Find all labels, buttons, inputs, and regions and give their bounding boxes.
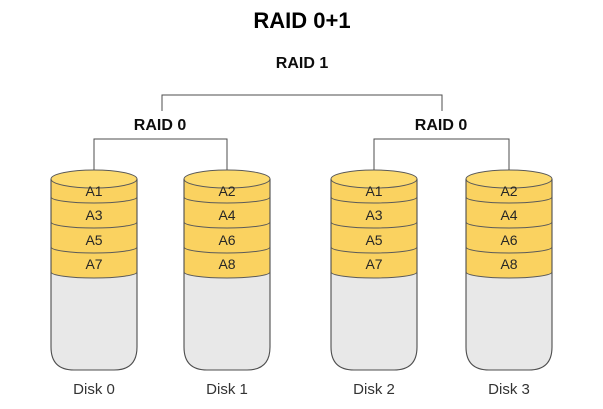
disk-2-segment-a7: A7 (365, 256, 382, 272)
disk-2-segment-a1: A1 (365, 183, 382, 199)
raid0-right-label: RAID 0 (415, 117, 468, 134)
disk-3-divider-3 (465, 246, 553, 254)
disk-1-segment-a8: A8 (218, 256, 235, 272)
disk-2-label: Disk 2 (353, 381, 395, 398)
disk-1-label: Disk 1 (206, 381, 248, 398)
disk-3-segment-a4: A4 (500, 207, 517, 223)
disk-3-divider-4 (465, 271, 553, 279)
disk-1-outline (183, 179, 271, 371)
disk-0-outline (50, 179, 138, 371)
disk-2-segment-a3: A3 (365, 207, 382, 223)
disk-0-divider-2 (50, 221, 138, 229)
raid1-bracket-line (161, 94, 443, 111)
disk-3-label: Disk 3 (488, 381, 530, 398)
disk-0-divider-4 (50, 271, 138, 279)
disk-2-divider-1 (330, 196, 418, 204)
disk-2: A1 A3 A5 A7 Disk 2 (330, 169, 418, 398)
disk-0-divider-1 (50, 196, 138, 204)
disk-1-body (184, 272, 270, 370)
disk-3: A2 A4 A6 A8 Disk 3 (465, 169, 553, 398)
disk-1-divider-2 (183, 221, 271, 229)
disk-1-segment-a2: A2 (218, 183, 235, 199)
disk-0-segment-a1: A1 (85, 183, 102, 199)
disk-3-segment-a6: A6 (500, 232, 517, 248)
raid0-left-bracket-line (93, 138, 228, 172)
disk-0: A1 A3 A5 A7 Disk 0 (50, 169, 138, 398)
raid0-right-bracket-line (373, 138, 510, 172)
disk-3-outline (465, 179, 553, 371)
disk-1: A2 A4 A6 A8 Disk 1 (183, 169, 271, 398)
raid1-label: RAID 1 (276, 55, 329, 72)
page-title: RAID 0+1 (253, 8, 350, 33)
disk-2-divider-2 (330, 221, 418, 229)
disk-2-divider-4 (330, 271, 418, 279)
disk-0-segment-a5: A5 (85, 232, 102, 248)
disk-3-segment-a8: A8 (500, 256, 517, 272)
disk-1-segment-a6: A6 (218, 232, 235, 248)
disk-2-divider-3 (330, 246, 418, 254)
disk-1-divider-3 (183, 246, 271, 254)
disk-2-outline (330, 179, 418, 371)
disk-0-divider-3 (50, 246, 138, 254)
disk-2-body (331, 272, 417, 370)
disk-3-divider-1 (465, 196, 553, 204)
disk-3-segment-a2: A2 (500, 183, 517, 199)
disk-3-body (466, 272, 552, 370)
disk-2-segment-a5: A5 (365, 232, 382, 248)
disk-1-divider-1 (183, 196, 271, 204)
disk-1-divider-4 (183, 271, 271, 279)
disk-0-segment-a7: A7 (85, 256, 102, 272)
disk-0-label: Disk 0 (73, 381, 115, 398)
disk-0-body (51, 272, 137, 370)
disk-1-segment-a4: A4 (218, 207, 235, 223)
disk-0-segment-a3: A3 (85, 207, 102, 223)
raid0-left-label: RAID 0 (134, 117, 187, 134)
disk-3-divider-2 (465, 221, 553, 229)
